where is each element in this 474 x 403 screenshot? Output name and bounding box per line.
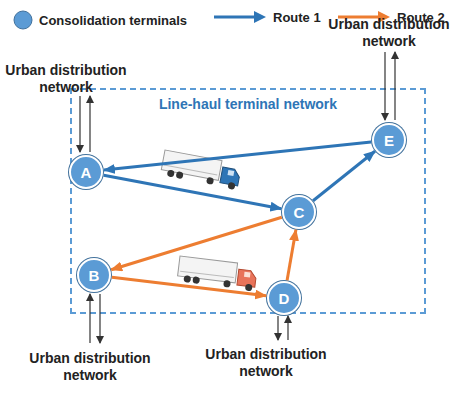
inbound-arrow <box>89 294 90 343</box>
outbound-arrow <box>99 294 100 343</box>
legend-text: Route 1 <box>273 10 321 25</box>
legend-dot-shape <box>14 11 32 29</box>
legend-text: Consolidation terminals <box>39 13 187 28</box>
route-arrow <box>104 142 371 170</box>
network-label: Urban distribution network <box>322 16 456 50</box>
terminal-circle: D <box>267 281 301 315</box>
route-arrow <box>112 277 266 296</box>
legend-dot <box>12 9 34 31</box>
network-label: Urban distribution network <box>20 350 160 384</box>
terminal-letter: E <box>384 132 394 149</box>
outbound-arrow <box>277 316 278 340</box>
route-arrow <box>104 175 282 208</box>
route-arrow <box>313 151 375 201</box>
terminal-circle: A <box>69 155 103 189</box>
network-label: Urban distribution network <box>196 346 336 380</box>
terminal-letter: B <box>89 267 100 284</box>
legend-arrow-line <box>214 16 256 19</box>
inbound-arrow <box>79 96 80 152</box>
legend-row: Route 1 <box>212 9 321 25</box>
outbound-arrow <box>394 52 395 120</box>
outbound-arrow <box>89 96 90 152</box>
legend-arrow-line <box>338 16 380 19</box>
inbound-arrow <box>287 316 288 340</box>
legend-arrow-head <box>378 11 390 23</box>
network-label: Urban distribution network <box>0 62 132 96</box>
io-arrows <box>80 52 395 343</box>
terminal-circle: E <box>372 123 406 157</box>
route-arrow <box>111 217 282 269</box>
inbound-arrow <box>384 52 385 120</box>
terminal-letter: A <box>81 164 92 181</box>
network-title: Line-haul terminal network <box>72 96 424 112</box>
terminal-circle: C <box>282 195 316 229</box>
legend-row: Consolidation terminals <box>12 9 187 31</box>
legend-arrow-head <box>254 11 266 23</box>
route-arrow <box>287 230 296 281</box>
terminal-letter: C <box>294 204 305 221</box>
terminal-letter: D <box>279 290 290 307</box>
terminal-circle: B <box>77 258 111 292</box>
legend-arrow <box>212 9 268 25</box>
